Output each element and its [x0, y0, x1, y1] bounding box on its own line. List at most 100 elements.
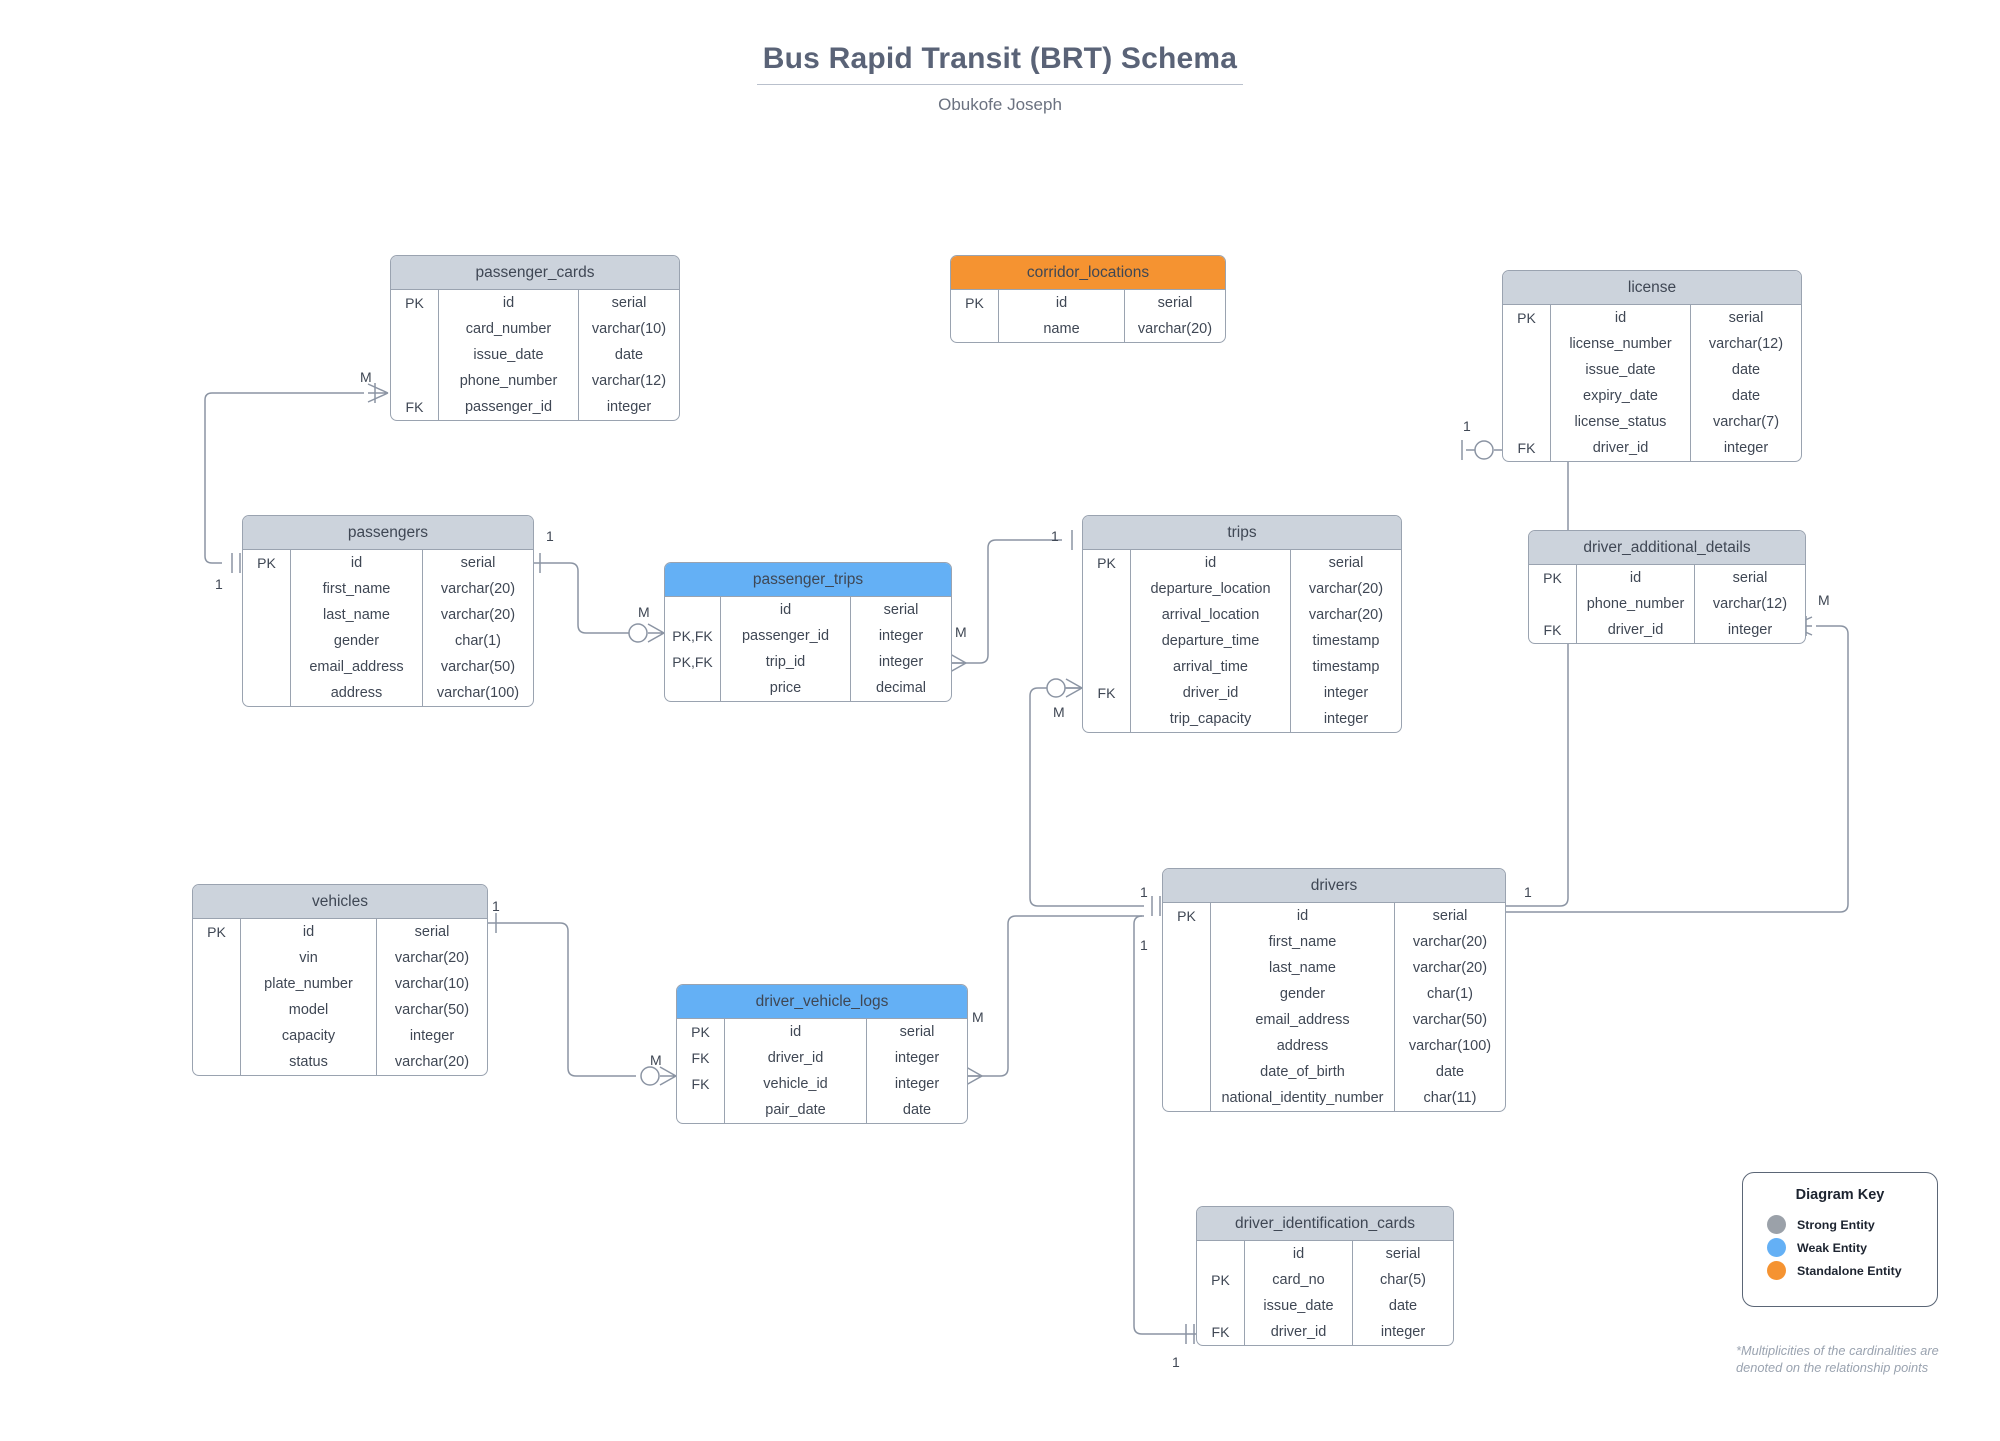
attribute-key: [391, 342, 439, 369]
standalone-entity-color-swatch-icon: [1767, 1261, 1786, 1280]
attribute-name: id: [1131, 550, 1291, 577]
attribute-type: varchar(20): [1412, 934, 1488, 951]
entity-passenger-cards[interactable]: passenger_cards PK id serial card_number…: [390, 255, 680, 422]
attribute-type: date: [1731, 388, 1761, 405]
attribute-key: [1503, 357, 1551, 384]
legend-item-label: Standalone Entity: [1797, 1263, 1902, 1278]
attribute-name: first_name: [291, 576, 423, 603]
attribute-row: last_name varchar(20): [243, 602, 533, 629]
attribute-row: FK driver_id integer: [1197, 1319, 1453, 1346]
attribute-type: serial: [460, 555, 496, 572]
attribute-row: FK driver_id integer: [1083, 680, 1401, 707]
attribute-type: varchar(20): [440, 607, 516, 624]
attribute-name: address: [291, 680, 423, 707]
attribute-key: [1197, 1241, 1245, 1268]
attribute-name: id: [721, 597, 851, 624]
entity-rows: id serial PK,FK passenger_id integer PK,…: [665, 597, 951, 702]
attribute-row: FK driver_id integer: [677, 1045, 967, 1072]
attribute-name: issue_date: [439, 342, 579, 369]
attribute-type: timestamp: [1312, 633, 1380, 650]
attribute-row: FK driver_id integer: [1529, 617, 1805, 644]
entity-drivers[interactable]: drivers PK id serial first_name varchar(…: [1162, 868, 1506, 1113]
attribute-type: serial: [1385, 1246, 1421, 1263]
entity-trips[interactable]: trips PK id serial departure_location va…: [1082, 515, 1402, 734]
attribute-type: integer: [1723, 440, 1769, 457]
attribute-key: FK: [1197, 1319, 1245, 1346]
entity-rows: PK id serial departure_location varchar(…: [1083, 550, 1401, 733]
attribute-type: varchar(100): [1408, 1038, 1492, 1055]
attribute-row: price decimal: [665, 675, 951, 702]
attribute-key: PK: [391, 290, 439, 317]
attribute-type: char(11): [1423, 1090, 1477, 1107]
entity-license[interactable]: license PK id serial license_number varc…: [1502, 270, 1802, 463]
entity-rows: PK id serial first_name varchar(20) last…: [1163, 903, 1505, 1112]
attribute-name: id: [439, 290, 579, 317]
attribute-name: status: [241, 1049, 377, 1076]
entity-title: passengers: [243, 516, 533, 551]
weak-entity-color-swatch-icon: [1767, 1238, 1786, 1257]
attribute-row: issue_date date: [1197, 1293, 1453, 1320]
cardinality-label: 1: [546, 528, 554, 544]
attribute-key: [391, 368, 439, 395]
attribute-name: arrival_location: [1131, 602, 1291, 629]
attribute-name: id: [1245, 1241, 1353, 1268]
attribute-name: last_name: [1211, 955, 1395, 982]
attribute-name: date_of_birth: [1211, 1059, 1395, 1086]
attribute-row: FK passenger_id integer: [391, 394, 679, 421]
attribute-name: passenger_id: [721, 623, 851, 650]
legend-item-label: Strong Entity: [1797, 1217, 1875, 1232]
entity-driver-identification-cards[interactable]: driver_identification_cards id serial PK…: [1196, 1206, 1454, 1347]
attribute-name: expiry_date: [1551, 383, 1691, 410]
entity-title: driver_identification_cards: [1197, 1207, 1453, 1242]
cardinality-label: 1: [1140, 884, 1148, 900]
attribute-type: serial: [414, 924, 450, 941]
footnote: *Multiplicities of the cardinalities are…: [1736, 1343, 1939, 1376]
entity-rows: PK id serial card_number varchar(10) iss…: [391, 290, 679, 421]
cardinality-label: M: [360, 369, 372, 385]
entity-driver-vehicle-logs[interactable]: driver_vehicle_logs PK id serial FK driv…: [676, 984, 968, 1125]
attribute-row: name varchar(20): [951, 316, 1225, 343]
attribute-key: [391, 316, 439, 343]
entity-title: passenger_cards: [391, 256, 679, 291]
attribute-name: driver_id: [1245, 1319, 1353, 1346]
attribute-key: PK,FK: [665, 649, 721, 676]
attribute-type: varchar(12): [1712, 596, 1788, 613]
entity-passenger-trips[interactable]: passenger_trips id serial PK,FK passenge…: [664, 562, 952, 703]
entity-passengers[interactable]: passengers PK id serial first_name varch…: [242, 515, 534, 708]
attribute-type: integer: [1380, 1324, 1426, 1341]
legend-item-standalone-entity: Standalone Entity: [1743, 1259, 1937, 1282]
attribute-key: [243, 680, 291, 707]
attribute-type: serial: [1432, 908, 1468, 925]
attribute-type: integer: [894, 1076, 940, 1093]
attribute-key: [1503, 383, 1551, 410]
attribute-name: departure_time: [1131, 628, 1291, 655]
attribute-type: char(1): [1427, 986, 1473, 1003]
attribute-key: [1503, 409, 1551, 436]
attribute-name: arrival_time: [1131, 654, 1291, 681]
attribute-type: varchar(12): [1708, 336, 1784, 353]
attribute-key: [193, 1023, 241, 1050]
attribute-type: varchar(20): [1137, 321, 1213, 338]
attribute-row: license_number varchar(12): [1503, 331, 1801, 358]
entity-vehicles[interactable]: vehicles PK id serial vin varchar(20) pl…: [192, 884, 488, 1077]
entity-corridor-locations[interactable]: corridor_locations PK id serial name var…: [950, 255, 1226, 344]
attribute-name: phone_number: [439, 368, 579, 395]
attribute-type: serial: [611, 295, 647, 312]
edge-vehicles-driver-vehicle-logs: [488, 922, 636, 1077]
attribute-name: trip_id: [721, 649, 851, 676]
attribute-row: gender char(1): [1163, 981, 1505, 1008]
attribute-name: id: [291, 550, 423, 577]
attribute-row: pair_date date: [677, 1097, 967, 1124]
attribute-name: pair_date: [725, 1097, 867, 1124]
page-title: Bus Rapid Transit (BRT) Schema: [756, 42, 1244, 85]
entity-rows: PK id serial first_name varchar(20) last…: [243, 550, 533, 707]
entity-rows: PK id serial name varchar(20): [951, 290, 1225, 343]
entity-driver-additional-details[interactable]: driver_additional_details PK id serial p…: [1528, 530, 1806, 645]
attribute-key: [665, 675, 721, 702]
attribute-key: [1083, 602, 1131, 629]
attribute-type: serial: [1157, 295, 1193, 312]
attribute-key: [193, 1049, 241, 1076]
marker-zero-driver-vehicle-logs: [640, 1066, 660, 1086]
attribute-row: model varchar(50): [193, 997, 487, 1024]
